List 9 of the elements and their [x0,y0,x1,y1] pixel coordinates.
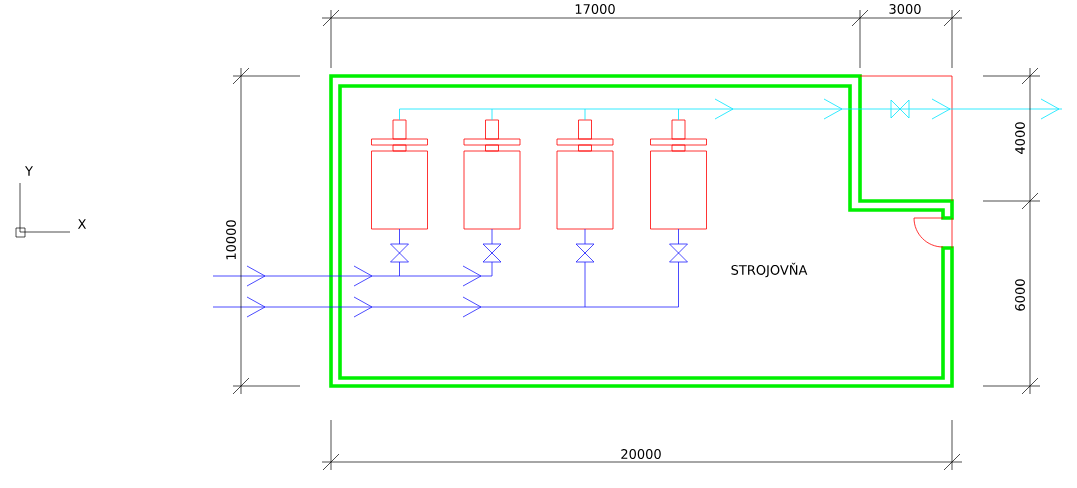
dimension-label: 10000 [226,220,236,260]
dimension-label: 20000 [621,449,661,459]
dimension-label: 17000 [575,4,615,14]
dimension-label: 6000 [1015,279,1025,311]
axis-label: Y [25,166,33,176]
room-label: STROJOVŇA [731,262,808,278]
dimension-label: 4000 [1015,122,1025,154]
axis-label: X [77,219,87,229]
dimension-label: 3000 [889,4,921,14]
